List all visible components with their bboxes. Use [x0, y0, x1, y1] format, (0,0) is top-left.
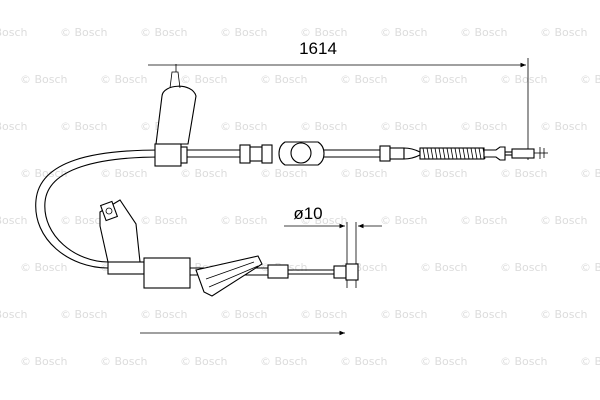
- watermark-text: © Bosch: [580, 355, 600, 368]
- watermark-text: © Bosch: [420, 355, 468, 368]
- watermark-text: © Bosch: [300, 308, 348, 321]
- watermark-text: © Bosch: [300, 26, 348, 39]
- watermark-text: © Bosch: [100, 355, 148, 368]
- watermark-text: © Bosch: [260, 167, 308, 180]
- watermark-text: © Bosch: [260, 73, 308, 86]
- coil-turn: [438, 147, 442, 160]
- coil-turn: [446, 147, 450, 160]
- watermark-text: © Bosch: [0, 214, 28, 227]
- watermark-text: © Bosch: [380, 214, 428, 227]
- watermark-text: © Bosch: [580, 167, 600, 180]
- watermark-text: © Bosch: [500, 73, 548, 86]
- coil-turn: [434, 147, 438, 160]
- watermark-text: © Bosch: [540, 120, 588, 133]
- watermark-text: © Bosch: [220, 120, 268, 133]
- grommet-bracket-top: [154, 64, 197, 167]
- watermark-text: © Bosch: [180, 73, 228, 86]
- watermark-text: © Bosch: [420, 167, 468, 180]
- watermark-text: © Bosch: [0, 308, 28, 321]
- watermark-text: © Bosch: [180, 167, 228, 180]
- watermark-text: © Bosch: [500, 261, 548, 274]
- watermark-text: © Bosch: [540, 214, 588, 227]
- overall-length-dimension: 1614: [148, 39, 529, 160]
- watermark-text: © Bosch: [260, 355, 308, 368]
- watermark-text: © Bosch: [100, 167, 148, 180]
- watermark-text: © Bosch: [180, 355, 228, 368]
- coil-turn: [470, 147, 474, 160]
- watermark-text: © Bosch: [580, 261, 600, 274]
- watermark-text: © Bosch: [380, 308, 428, 321]
- cable-loop: [35, 149, 161, 269]
- watermark-text: © Bosch: [140, 214, 188, 227]
- coil-turn: [458, 147, 462, 160]
- watermark-text: © Bosch: [20, 261, 68, 274]
- cable-fittings-top: [239, 141, 421, 166]
- watermark-text: © Bosch: [0, 120, 28, 133]
- watermark-text: © Bosch: [340, 355, 388, 368]
- coil-turn: [466, 147, 470, 160]
- watermark-text: © Bosch: [60, 120, 108, 133]
- watermark-text: © Bosch: [540, 26, 588, 39]
- watermark-text: © Bosch: [420, 261, 468, 274]
- coil-turn: [454, 147, 458, 160]
- watermark-text: © Bosch: [580, 73, 600, 86]
- grommet-bracket-lower: [99, 199, 145, 275]
- watermark-text: © Bosch: [60, 214, 108, 227]
- watermark-text: © Bosch: [220, 26, 268, 39]
- watermark-text: © Bosch: [100, 73, 148, 86]
- watermark-text: © Bosch: [340, 167, 388, 180]
- watermark-text: © Bosch: [220, 214, 268, 227]
- watermark-text: © Bosch: [140, 308, 188, 321]
- watermark-text: © Bosch: [0, 26, 28, 39]
- coil-turn: [462, 147, 466, 160]
- coil-turn: [478, 147, 482, 160]
- watermark-text: © Bosch: [20, 73, 68, 86]
- watermark-text: © Bosch: [460, 26, 508, 39]
- coil-turn: [474, 147, 478, 160]
- diameter-label: ø10: [293, 204, 322, 223]
- cable-lower-run: [143, 255, 359, 297]
- watermark-text: © Bosch: [300, 120, 348, 133]
- watermark-text: © Bosch: [500, 355, 548, 368]
- watermark-text: © Bosch: [300, 214, 348, 227]
- watermark-text: © Bosch: [140, 26, 188, 39]
- watermark-text: © Bosch: [460, 214, 508, 227]
- watermark-text: © Bosch: [340, 73, 388, 86]
- watermark-text: © Bosch: [420, 73, 468, 86]
- coil-turn: [430, 147, 434, 160]
- coil-turn: [442, 147, 446, 160]
- watermark-text: © Bosch: [60, 308, 108, 321]
- overall-length-label: 1614: [299, 39, 337, 58]
- watermark-text: © Bosch: [60, 26, 108, 39]
- watermark-text: © Bosch: [20, 167, 68, 180]
- watermark-text: © Bosch: [500, 167, 548, 180]
- end-fitting-right: [483, 146, 548, 161]
- watermark-text: © Bosch: [380, 120, 428, 133]
- watermark-text: © Bosch: [460, 308, 508, 321]
- coil-turn: [422, 147, 426, 160]
- watermark-text: © Bosch: [460, 120, 508, 133]
- coil-turn: [450, 147, 454, 160]
- cable-top-run: [160, 149, 512, 158]
- watermark-text: © Bosch: [20, 355, 68, 368]
- coil-turn: [426, 147, 430, 160]
- watermark-text: © Bosch: [220, 308, 268, 321]
- watermark-text: © Bosch: [380, 26, 428, 39]
- coil-spring: [419, 147, 486, 160]
- watermark-text: © Bosch: [540, 308, 588, 321]
